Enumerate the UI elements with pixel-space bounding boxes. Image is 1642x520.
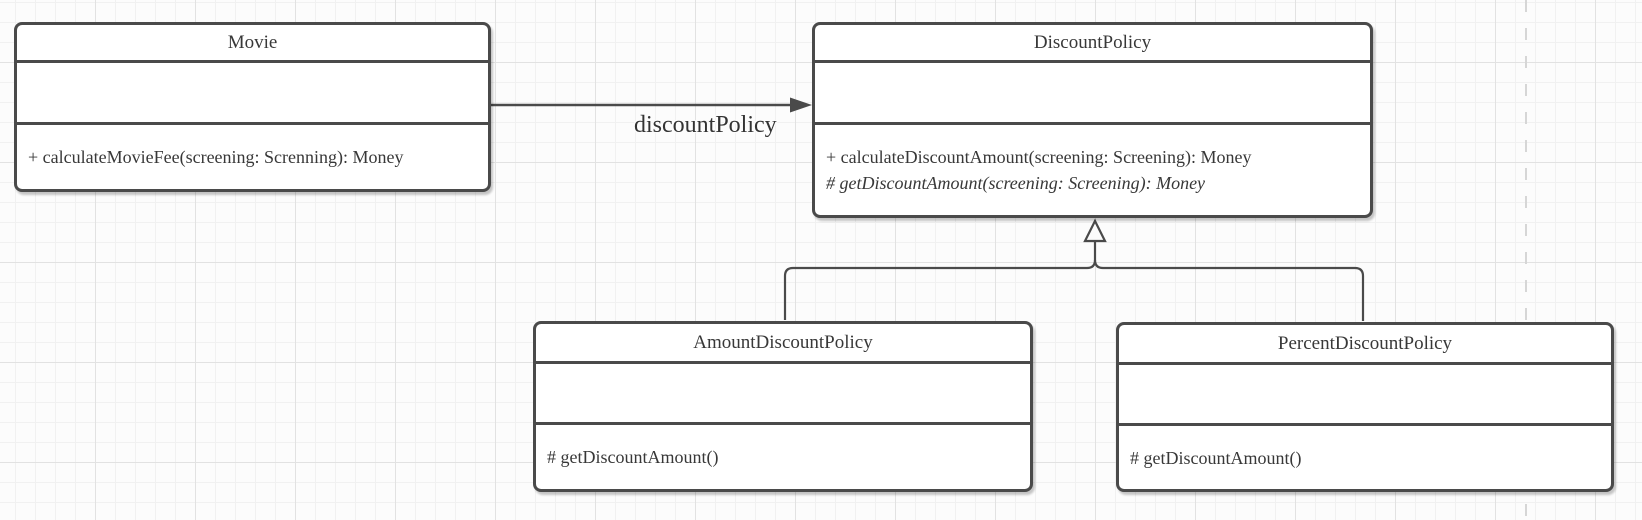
method-get-discount-amount-abstract: # getDiscountAmount(screening: Screening…: [826, 173, 1206, 193]
class-attributes-discount-policy: [815, 63, 1370, 125]
uml-class-percent-discount-policy[interactable]: PercentDiscountPolicy # getDiscountAmoun…: [1116, 322, 1614, 492]
class-title-movie: Movie: [17, 25, 488, 63]
class-methods-discount-policy: + calculateDiscountAmount(screening: Scr…: [815, 125, 1370, 215]
association-arrowhead-icon: [790, 97, 812, 113]
class-methods-amount-discount-policy: # getDiscountAmount(): [536, 425, 1030, 489]
uml-class-amount-discount-policy[interactable]: AmountDiscountPolicy # getDiscountAmount…: [533, 321, 1033, 492]
class-attributes-movie: [17, 63, 488, 125]
page-break-dashed-line: [1525, 0, 1527, 520]
class-title-amount-discount-policy: AmountDiscountPolicy: [536, 324, 1030, 364]
class-attributes-percent-discount-policy: [1119, 365, 1611, 426]
generalization-hollow-triangle-icon: [1083, 218, 1107, 243]
method-get-discount-amount-percent: # getDiscountAmount(): [1130, 447, 1302, 468]
class-methods-percent-discount-policy: # getDiscountAmount(): [1119, 426, 1611, 489]
class-title-percent-discount-policy: PercentDiscountPolicy: [1119, 325, 1611, 365]
generalization-line-amountdiscountpolicy[interactable]: [783, 241, 1097, 320]
association-edge-label[interactable]: discountPolicy: [634, 112, 777, 138]
class-title-discount-policy: DiscountPolicy: [815, 25, 1370, 63]
method-calculate-movie-fee: + calculateMovieFee(screening: Screnning…: [28, 147, 404, 167]
uml-class-discount-policy[interactable]: DiscountPolicy + calculateDiscountAmount…: [812, 22, 1373, 218]
method-calculate-discount-amount: + calculateDiscountAmount(screening: Scr…: [826, 147, 1252, 167]
generalization-line-percentdiscountpolicy[interactable]: [1093, 259, 1365, 321]
uml-class-movie[interactable]: Movie + calculateMovieFee(screening: Scr…: [14, 22, 491, 192]
method-get-discount-amount-amount: # getDiscountAmount(): [547, 447, 719, 467]
class-methods-movie: + calculateMovieFee(screening: Screnning…: [17, 125, 488, 189]
class-attributes-amount-discount-policy: [536, 364, 1030, 425]
